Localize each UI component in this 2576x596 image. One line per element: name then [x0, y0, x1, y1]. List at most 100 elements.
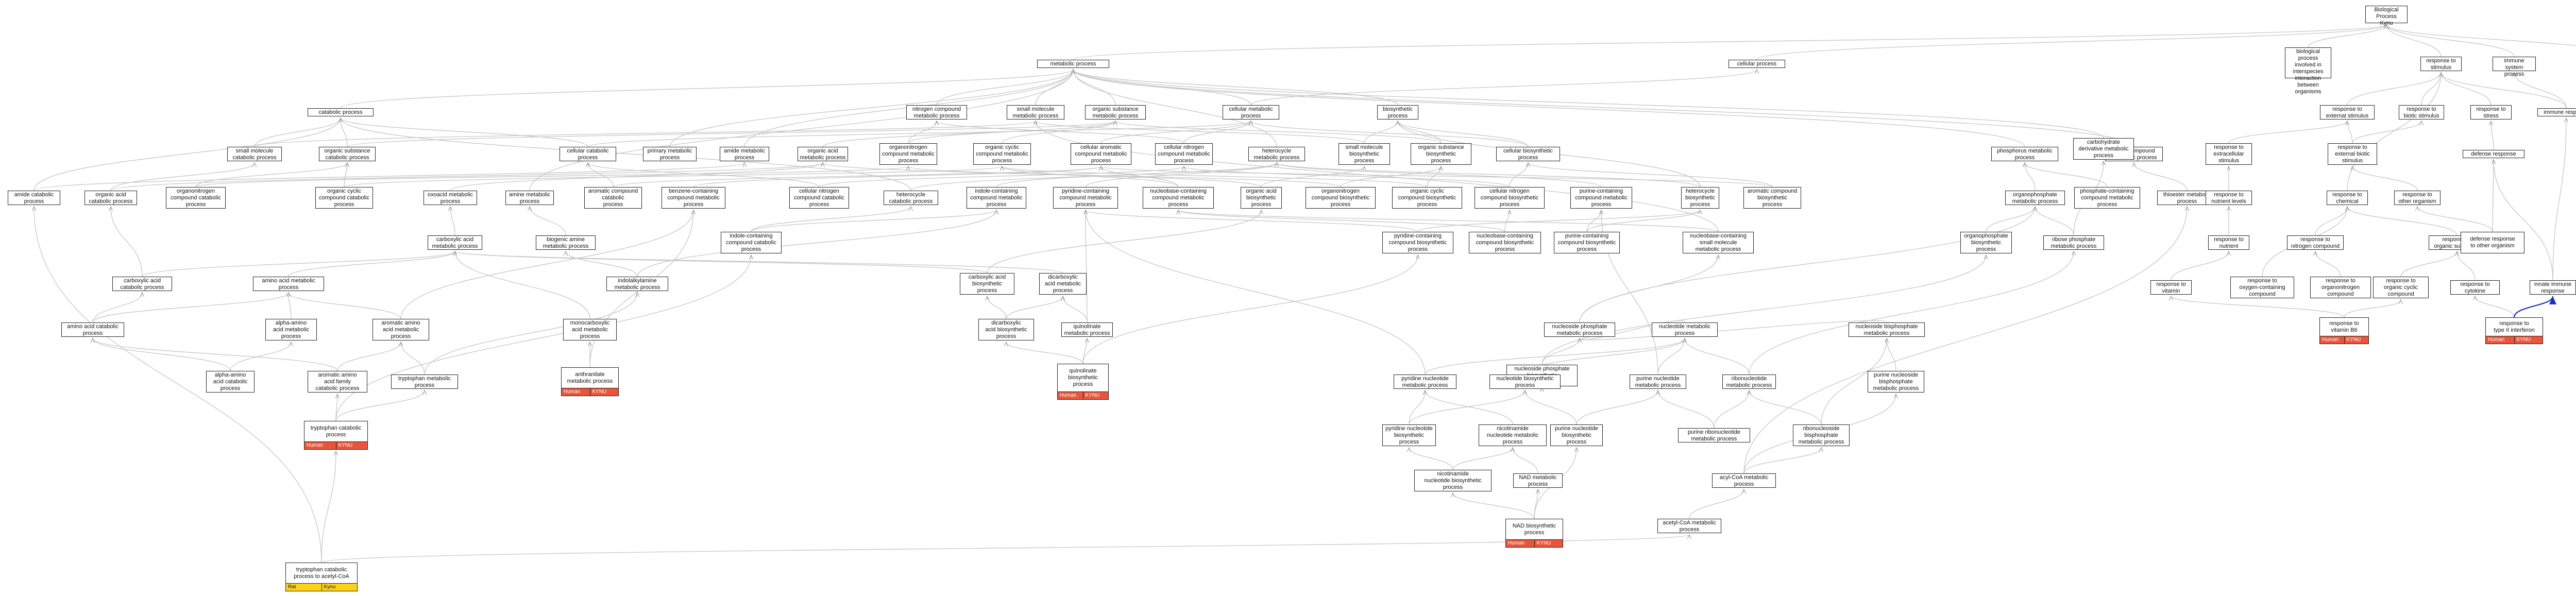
term-catabolic[interactable]: catabolic process: [308, 108, 374, 116]
term-carbohydrate-der[interactable]: carbohydrate derivative metabolic proces…: [2073, 138, 2134, 160]
term-organophosphate-mp[interactable]: organophosphate metabolic process: [2005, 191, 2065, 205]
term-amide-cat[interactable]: amide catabolic process: [8, 191, 60, 205]
term-tryptophan-acetyl[interactable]: tryptophan catabolic process to acetyl-C…: [285, 563, 358, 591]
term-acyl-coa[interactable]: acyl-CoA metabolic process: [1712, 473, 1776, 488]
term-defense-resp[interactable]: defense response: [2463, 150, 2524, 158]
term-immune-resp[interactable]: immune response: [2537, 108, 2576, 116]
term-small-mol-mp[interactable]: small molecule metabolic process: [1007, 105, 1064, 120]
term-arom-amino-family[interactable]: aromatic amino acid family catabolic pro…: [308, 371, 367, 393]
term-cell-bio[interactable]: cellular biosynthetic process: [1496, 147, 1560, 161]
term-amide-mp[interactable]: amide metabolic process: [720, 147, 769, 161]
term-nicotinamide-nuc[interactable]: nicotinamide nucleotide metabolic proces…: [1479, 424, 1547, 446]
term-carboxylic-bio[interactable]: carboxylic acid biosynthetic process: [960, 273, 1014, 295]
term-organonitrogen-bio[interactable]: organonitrogen compound biosynthetic pro…: [1306, 187, 1376, 209]
term-nucleotide-mp[interactable]: nucleotide metabolic process: [1652, 322, 1718, 337]
term-resp-nutrient2[interactable]: response to nutrient: [2208, 235, 2249, 250]
term-ribonucleoside-bisphos[interactable]: ribonucleoside bisphosphate metabolic pr…: [1793, 424, 1850, 446]
term-organophosphate-bio[interactable]: organophosphate biosynthetic process: [1960, 232, 2012, 253]
term-resp-biotic[interactable]: response to biotic stimulus: [2399, 105, 2444, 120]
term-org-cyclic-cat[interactable]: organic cyclic compound catabolic proces…: [315, 187, 373, 209]
term-cellular[interactable]: cellular process: [1728, 60, 1785, 68]
term-org-subst-bio[interactable]: organic substance biosynthetic process: [1411, 143, 1471, 165]
term-primary-mp[interactable]: primary metabolic process: [643, 147, 697, 161]
term-indole-cat[interactable]: indole-containing compound catabolic pro…: [721, 232, 782, 253]
term-resp-other-organism[interactable]: response to other organism: [2394, 191, 2441, 205]
term-resp-other-org[interactable]: response to external biotic stimulus: [2328, 143, 2377, 165]
term-amino-acid-mp[interactable]: amino acid metabolic process: [253, 277, 324, 291]
term-alpha-amino-mp[interactable]: alpha-amino acid metabolic process: [265, 319, 317, 340]
term-cell-met[interactable]: cellular metabolic process: [1223, 105, 1279, 120]
term-biogenic-amine[interactable]: biogenic amine metabolic process: [536, 235, 596, 250]
term-phosphate-mp[interactable]: phosphate-containing compound metabolic …: [2074, 187, 2140, 209]
term-resp-ext[interactable]: response to external stimulus: [2320, 105, 2375, 120]
term-org-acid-cat[interactable]: organic acid catabolic process: [84, 191, 137, 205]
term-phosphorus-mp[interactable]: phosphorus metabolic process: [1991, 147, 2058, 161]
term-org-subst-cat[interactable]: organic substance catabolic process: [319, 147, 376, 161]
term-resp-extracell[interactable]: response to extracellular stimulus: [2206, 143, 2252, 165]
term-heterocycle-mp[interactable]: heterocycle metabolic process: [1248, 147, 1305, 161]
term-defense-other[interactable]: defense response to other organism: [2461, 232, 2524, 253]
term-nucleobase-bio[interactable]: nucleobase-containing compound biosynthe…: [1469, 232, 1541, 253]
term-purine-ribonucleotide[interactable]: purine ribonucleotide metabolic process: [1678, 428, 1750, 442]
term-org-acid-bio[interactable]: organic acid biosynthetic process: [1241, 187, 1282, 209]
term-pyridine-mp[interactable]: pyridine-containing compound metabolic p…: [1053, 187, 1118, 209]
term-amine-mp[interactable]: amine metabolic process: [505, 191, 554, 205]
term-org-cyclic-mp[interactable]: organic cyclic compound metabolic proces…: [973, 143, 1031, 165]
term-ribose-phosphate[interactable]: ribose phosphate metabolic process: [2043, 235, 2104, 250]
term-monocarboxylic[interactable]: monocarboxylic acid metabolic process: [563, 319, 617, 340]
term-nicotinamide-nuc-bio[interactable]: nicotinamide nucleotide biosynthetic pro…: [1414, 470, 1492, 491]
term-purine-nucleotide-bio[interactable]: purine nucleotide biosynthetic process: [1550, 424, 1603, 446]
term-alpha-amino-cat[interactable]: alpha-amino acid catabolic process: [206, 371, 255, 393]
term-cell-nitro-bio[interactable]: cellular nitrogen compound biosynthetic …: [1475, 187, 1545, 209]
term-small-mol-bio[interactable]: small molecule biosynthetic process: [1338, 143, 1390, 165]
term-metabolic[interactable]: metabolic process: [1037, 60, 1109, 68]
term-purine-bio[interactable]: purine-containing compound biosynthetic …: [1554, 232, 1620, 253]
term-resp-organonitrogen[interactable]: response to organonitrogen compound: [2310, 277, 2371, 298]
term-nucleobase-mp[interactable]: nucleobase-containing compound metabolic…: [1143, 187, 1214, 209]
term-small-mol-cat[interactable]: small molecule catabolic process: [227, 147, 282, 161]
term-resp-chemical[interactable]: response to chemical: [2327, 191, 2368, 205]
term-pyridine-nucleotide-bio[interactable]: pyridine nucleotide biosynthetic process: [1382, 424, 1436, 446]
term-nad-mp[interactable]: NAD metabolic process: [1513, 473, 1563, 488]
term-resp-stress[interactable]: response to stress: [2470, 105, 2512, 120]
term-interspecies[interactable]: biological process involved in interspec…: [2285, 47, 2331, 95]
term-heterocycle-cat[interactable]: heterocycle catabolic process: [884, 191, 938, 205]
term-resp-cytokine[interactable]: response to cytokine: [2450, 280, 2500, 295]
term-amino-acid-cat[interactable]: amino acid catabolic process: [61, 322, 124, 337]
term-organonitrogen-cat[interactable]: organonitrogen compound catabolic proces…: [166, 187, 226, 209]
term-arom-cat[interactable]: aromatic compound catabolic process: [584, 187, 642, 209]
term-purine-cmp[interactable]: purine-containing compound metabolic pro…: [1570, 187, 1632, 209]
term-org-subst-mp[interactable]: organic substance metabolic process: [1085, 105, 1146, 120]
term-cell-nitro-cat[interactable]: cellular nitrogen compound catabolic pro…: [789, 187, 849, 209]
term-oxoacid-mp[interactable]: oxoacid metabolic process: [423, 191, 477, 205]
term-acetyl-coa[interactable]: acetyl-CoA metabolic process: [1657, 519, 1721, 533]
term-resp-org-cyclic[interactable]: response to organic cyclic compound: [2373, 277, 2429, 298]
term-cell-cat[interactable]: cellular catabolic process: [560, 147, 616, 161]
term-resp-oxygen[interactable]: response to oxygen-containing compound: [2230, 277, 2294, 298]
term-benzene-mp[interactable]: benzene-containing compound metabolic pr…: [662, 187, 725, 209]
term-carboxylic-mp[interactable]: carboxylic acid metabolic process: [428, 235, 482, 250]
term-biosynthetic[interactable]: biosynthetic process: [1377, 105, 1418, 120]
term-pyridine-nucleotide[interactable]: pyridine nucleotide metabolic process: [1394, 374, 1456, 389]
term-dicarboxylic-bio[interactable]: dicarboxylic acid biosynthetic process: [978, 319, 1034, 340]
term-pyridine-bio[interactable]: pyridine-containing compound biosyntheti…: [1382, 232, 1453, 253]
term-cell-nitro-mp[interactable]: cellular nitrogen compound metabolic pro…: [1155, 143, 1213, 165]
term-immune-sys[interactable]: immune system process: [2493, 57, 2536, 77]
term-bp[interactable]: Biological Process Kynu: [2365, 6, 2408, 26]
term-dicarboxylic-mp[interactable]: dicarboxylic acid metabolic process: [1039, 273, 1087, 295]
term-organonitrogen-mp[interactable]: organonitrogen compound metabolic proces…: [879, 143, 937, 165]
term-quinolinate-mp[interactable]: quinolinate metabolic process: [1061, 322, 1113, 337]
term-resp-nutrient[interactable]: response to nutrient levels: [2206, 191, 2252, 205]
term-ribonucleotide[interactable]: ribonucleotide metabolic process: [1722, 374, 1776, 389]
term-tryptophan-mp[interactable]: tryptophan metabolic process: [391, 374, 458, 389]
term-arom-amino-mp[interactable]: aromatic amino acid metabolic process: [372, 319, 429, 340]
term-purine-bisphos[interactable]: purine nucleoside bisphosphate metabolic…: [1868, 371, 1924, 393]
term-nucleobase-small[interactable]: nucleobase-containing small molecule met…: [1683, 232, 1754, 253]
term-resp-vitamin[interactable]: response to vitamin: [2150, 280, 2192, 295]
term-innate-immune[interactable]: innate immune response: [2530, 280, 2576, 295]
